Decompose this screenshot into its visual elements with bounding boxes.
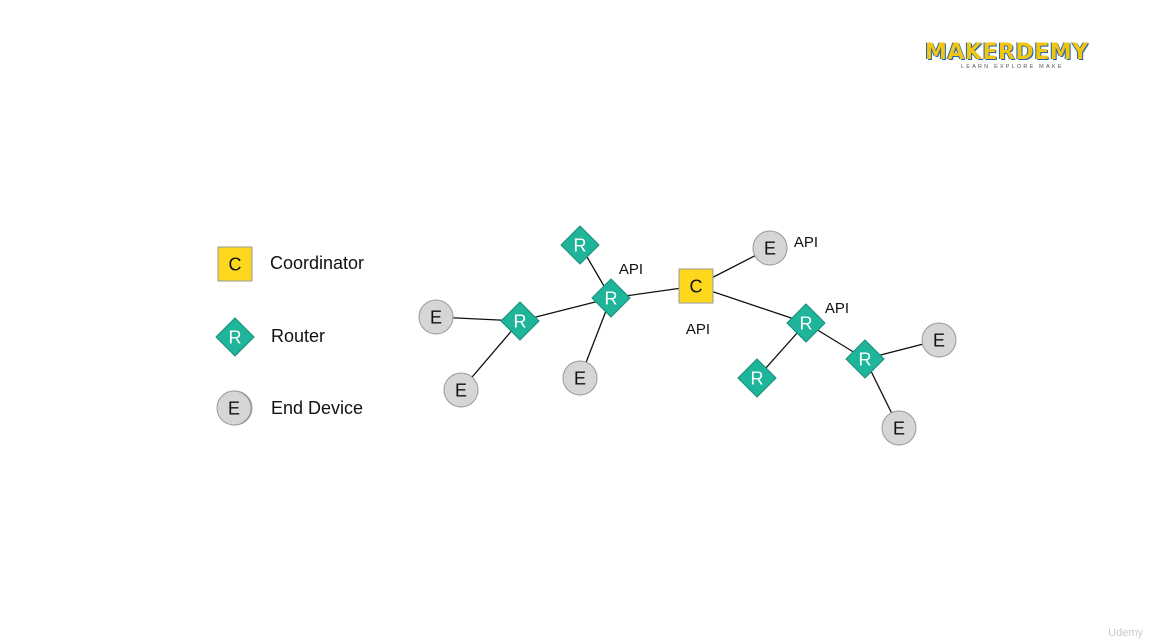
nodes: C R R R R R R E E E E E E E (216, 225, 957, 446)
end-device-circle (921, 322, 957, 358)
end-device-circle (443, 372, 479, 408)
node-r1-letter: R (574, 236, 587, 256)
api-labels: API API API API (619, 234, 849, 338)
node-e5-letter: E (933, 331, 945, 351)
node-r6-letter: R (859, 350, 872, 370)
coordinator-square (217, 246, 253, 282)
api-label: API (686, 321, 710, 338)
node-r5: R (737, 358, 777, 398)
router-diamond (560, 225, 600, 265)
node-e4: E (752, 230, 788, 266)
logo-wordmark: MAKERDEMY (925, 40, 1089, 65)
legend-label-router: Router (271, 326, 326, 346)
node-r3-letter: R (514, 312, 527, 332)
node-r1: R (560, 225, 600, 265)
node-e2-letter: E (455, 381, 467, 401)
legend-label-coordinator: Coordinator (270, 253, 365, 273)
node-r2-letter: R (605, 289, 618, 309)
node-r4-letter: R (800, 314, 813, 334)
node-c1-letter: C (690, 277, 703, 297)
edge-C1-R4 (695, 285, 807, 324)
legend-label-end-device: End Device (271, 398, 364, 418)
end-device-circle (881, 410, 917, 446)
node-e6: E (881, 410, 917, 446)
node-r2: R (591, 278, 631, 318)
makerdemy-logo: MAKERDEMY LEARN EXPLORE MAKE (925, 40, 1090, 74)
legend-symbol-router-letter: R (229, 328, 242, 348)
node-e7: E (216, 390, 252, 426)
node-e3: E (562, 360, 598, 396)
logo-tagline: LEARN EXPLORE MAKE (961, 64, 1064, 70)
node-e7-letter: E (228, 399, 240, 419)
router-diamond (737, 358, 777, 398)
legend-symbol-coordinator: C (217, 246, 253, 282)
node-e1: E (418, 299, 454, 335)
api-label: API (619, 261, 643, 278)
node-r3: R (500, 301, 540, 341)
router-diamond (500, 301, 540, 341)
api-label: API (794, 234, 818, 251)
node-e2: E (443, 372, 479, 408)
end-device-circle (752, 230, 788, 266)
node-c1: C (678, 268, 714, 304)
node-r6: R (845, 339, 885, 379)
router-diamond (215, 317, 255, 357)
legend-symbol-coordinator-letter: C (229, 255, 242, 275)
router-diamond (786, 303, 826, 343)
udemy-watermark: Udemy (1108, 627, 1143, 639)
coordinator-square (678, 268, 714, 304)
end-device-circle (562, 360, 598, 396)
end-device-circle (216, 390, 252, 426)
router-diamond (591, 278, 631, 318)
node-e1-letter: E (430, 308, 442, 328)
router-diamond (845, 339, 885, 379)
node-r5-letter: R (751, 369, 764, 389)
node-e6-letter: E (893, 419, 905, 439)
end-device-circle (418, 299, 454, 335)
node-e4-letter: E (764, 239, 776, 259)
legend-symbol-router: R (215, 317, 255, 357)
node-e5: E (921, 322, 957, 358)
api-label: API (825, 300, 849, 317)
node-r4: R (786, 303, 826, 343)
node-e3-letter: E (574, 369, 586, 389)
